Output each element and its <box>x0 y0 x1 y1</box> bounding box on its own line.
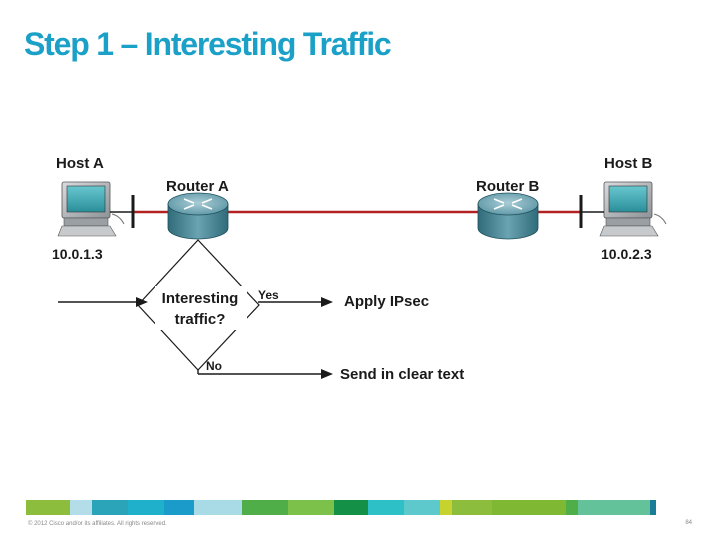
host-b-label: Host B <box>604 155 653 172</box>
host-a-label: Host A <box>56 155 104 172</box>
page-number: 84 <box>685 520 692 526</box>
yes-label: Yes <box>258 288 279 302</box>
host-a-ip: 10.0.1.3 <box>52 246 103 262</box>
router-a-label: Router A <box>166 178 229 195</box>
host-b-computer-icon <box>599 181 667 237</box>
no-arrowhead <box>321 369 333 379</box>
apply-ipsec-label: Apply IPsec <box>344 293 429 310</box>
slide-title: Step 1 – Interesting Traffic <box>24 26 392 62</box>
clear-text-label: Send in clear text <box>340 366 464 383</box>
decision-text-line1: Interesting <box>162 290 239 307</box>
host-b-ip: 10.0.2.3 <box>601 246 652 262</box>
yes-arrowhead <box>321 297 333 307</box>
decision-text-backdrop <box>155 286 247 330</box>
host-a-computer-icon <box>57 181 125 237</box>
copyright-notice: © 2012 Cisco and/or its affiliates. All … <box>28 521 167 527</box>
router-a-icon <box>167 192 229 240</box>
router-b-icon <box>477 192 539 240</box>
footer-color-bar <box>26 500 692 515</box>
no-label: No <box>206 359 222 373</box>
router-b-label: Router B <box>476 178 540 195</box>
incoming-arrowhead <box>136 297 148 307</box>
decision-text-line2: traffic? <box>175 311 226 328</box>
